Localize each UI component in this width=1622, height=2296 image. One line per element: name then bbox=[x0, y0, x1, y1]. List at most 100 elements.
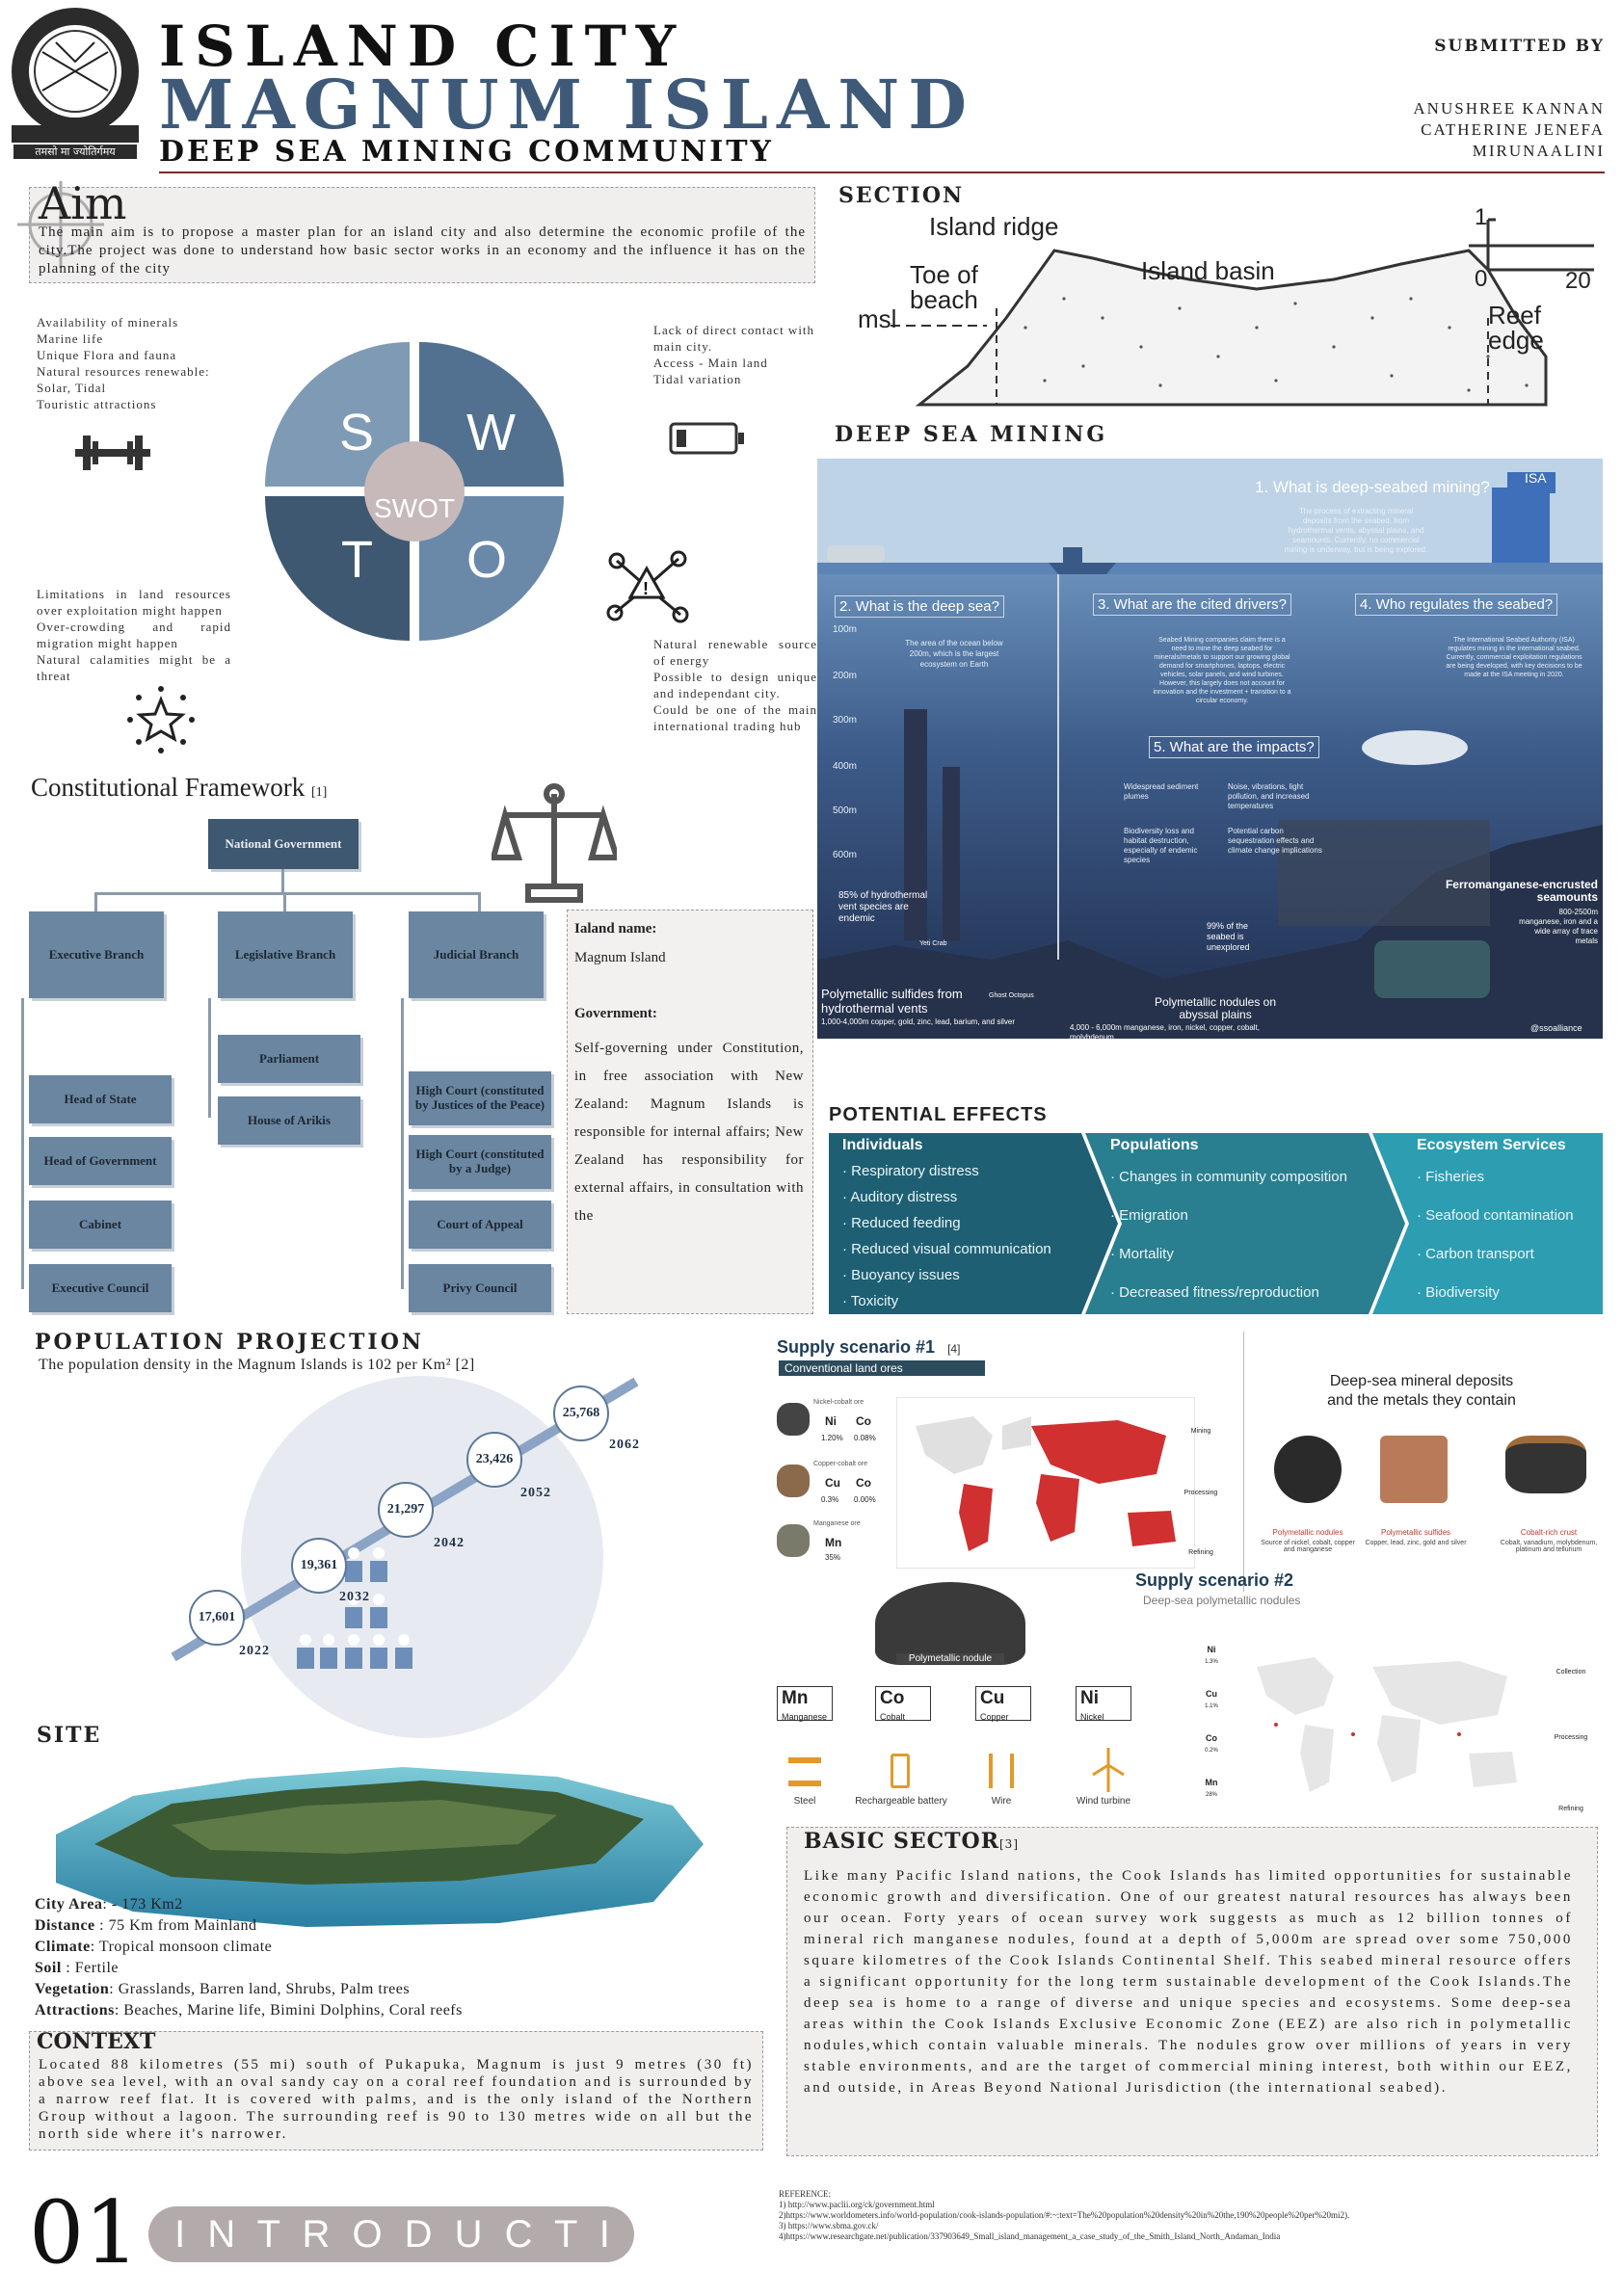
org-executive-council: Executive Council bbox=[29, 1264, 172, 1312]
site-fact: Soil : Fertile bbox=[35, 1960, 120, 1976]
ore-label: Copper-cobalt ore bbox=[813, 1461, 868, 1467]
pe-item: · Biodiversity bbox=[1417, 1284, 1500, 1301]
ore-pct: 0.00% bbox=[854, 1495, 876, 1504]
org-connector bbox=[478, 892, 481, 913]
yeti-label: Yeti Crab bbox=[919, 940, 947, 947]
swot-o: O bbox=[466, 531, 508, 589]
government-label: Government: bbox=[574, 1006, 657, 1021]
nodules-text: 4,000 - 6,000m manganese, iron, nickel, … bbox=[1070, 1023, 1261, 1042]
org-court-of-appeal: Court of Appeal bbox=[409, 1201, 551, 1249]
deposit-nodules-icon bbox=[1274, 1436, 1342, 1503]
title-line-2: MAGNUM ISLAND bbox=[159, 65, 975, 145]
pop-year: 2062 bbox=[609, 1438, 640, 1452]
ore-rock-3 bbox=[777, 1524, 810, 1557]
metal-use: Steel bbox=[793, 1796, 816, 1807]
ore-rock-1 bbox=[777, 1403, 810, 1436]
pe-item: · Auditory distress bbox=[842, 1189, 958, 1205]
reference-item: 4)https://www.researchgate.net/publicati… bbox=[779, 2231, 1281, 2241]
dsm-q4-text: The International Seabed Authority (ISA)… bbox=[1446, 637, 1582, 678]
pe-item: · Toxicity bbox=[842, 1293, 899, 1309]
org-head-of-state: Head of State bbox=[29, 1075, 172, 1123]
author: CATHERINE JENEFA bbox=[1421, 120, 1605, 139]
depth-400: 400m bbox=[833, 761, 858, 772]
supply-1-subtitle: Conventional land ores bbox=[779, 1360, 985, 1376]
svg-text:!: ! bbox=[643, 579, 649, 598]
org-executive-branch: Executive Branch bbox=[29, 911, 164, 998]
page-number: 01 bbox=[29, 2182, 140, 2283]
title-line-3: DEEP SEA MINING COMMUNITY bbox=[159, 135, 774, 169]
context-heading: CONTEXT bbox=[37, 2029, 156, 2054]
basic-sector-box bbox=[786, 1827, 1598, 2156]
chain1-mining: Mining bbox=[1190, 1428, 1211, 1435]
ore-metal: Cu bbox=[825, 1476, 840, 1490]
section-heading: SECTION bbox=[838, 183, 965, 208]
deposits-title: Deep-sea mineral deposits and the metals… bbox=[1327, 1373, 1516, 1409]
battery-icon bbox=[891, 1754, 910, 1788]
pe-item: · Reduced feeding bbox=[842, 1215, 961, 1231]
ore-metal: Co bbox=[856, 1414, 871, 1428]
pop-value: 23,426 bbox=[466, 1432, 522, 1488]
org-judicial-branch: Judicial Branch bbox=[409, 911, 544, 998]
depth-300: 300m bbox=[833, 715, 858, 726]
ferro-text: 800-2500m manganese, iron and a wide arr… bbox=[1519, 908, 1598, 945]
pe-col-title: Populations bbox=[1110, 1137, 1199, 1153]
site-heading: SITE bbox=[37, 1723, 102, 1748]
context-box bbox=[29, 2031, 763, 2151]
pe-col-title: Individuals bbox=[842, 1137, 923, 1153]
population-subtitle: The population density in the Magnum Isl… bbox=[39, 1357, 475, 1373]
deposit-crust-icon bbox=[1505, 1436, 1586, 1493]
dsm-q2: 2. What is the deep sea? bbox=[835, 595, 1004, 618]
battery-low-icon bbox=[669, 420, 748, 459]
pe-item: · Carbon transport bbox=[1417, 1246, 1534, 1262]
dsm-impact-3: Biodiversity loss and habitat destructio… bbox=[1124, 827, 1198, 864]
deposit-name: Polymetallic sulfides bbox=[1380, 1528, 1451, 1537]
pop-year: 2052 bbox=[520, 1486, 551, 1500]
deposit-text: Copper, lead, zinc, gold and silver bbox=[1365, 1540, 1467, 1546]
site-fact: Distance : 75 Km from Mainland bbox=[35, 1917, 257, 1934]
swot-threats-text: Limitations in land resources over explo… bbox=[37, 587, 231, 683]
nodule-label: Polymetallic nodule bbox=[896, 1653, 1004, 1664]
swot-diagram bbox=[241, 318, 588, 665]
swot-strengths-text: Availability of minerals Marine life Uni… bbox=[37, 315, 210, 411]
site-fact: Climate: Tropical monsoon climate bbox=[35, 1939, 273, 1955]
basic-sector-text: Like many Pacific Island nations, the Co… bbox=[804, 1868, 1573, 2096]
header-divider bbox=[159, 172, 1605, 173]
author: ANUSHREE KANNAN bbox=[1413, 99, 1605, 118]
aim-crosshair-icon bbox=[17, 181, 104, 268]
label-reef: Reef bbox=[1488, 301, 1541, 330]
pe-item: · Seafood contamination bbox=[1417, 1207, 1574, 1224]
authors: ANUSHREE KANNAN CATHERINE JENEFA MIRUNAA… bbox=[1413, 98, 1605, 162]
org-national-government: National Government bbox=[208, 819, 359, 869]
reference-item: 1) http://www.paclii.org/ck/government.h… bbox=[779, 2200, 935, 2209]
site-fact: Vegetation: Grasslands, Barren land, Shr… bbox=[35, 1981, 411, 1997]
supply-divider bbox=[1243, 1332, 1244, 1592]
swot-s: S bbox=[339, 404, 375, 462]
dsm-q4: 4. Who regulates the seabed? bbox=[1355, 594, 1558, 616]
world-map-seabed bbox=[1237, 1638, 1536, 1802]
org-connector bbox=[283, 892, 286, 913]
chain2-collection: Collection bbox=[1556, 1669, 1586, 1676]
swot-t: T bbox=[341, 531, 373, 589]
depth-200: 200m bbox=[833, 671, 858, 681]
island-section-diagram bbox=[852, 212, 1604, 414]
label-msl: msl bbox=[858, 304, 897, 333]
deposit-sulfides-icon bbox=[1380, 1436, 1448, 1503]
pe-item: · Respiratory distress bbox=[842, 1163, 979, 1179]
org-house-of-arikis: House of Arikis bbox=[218, 1096, 360, 1145]
constitution-heading: Constitutional Framework [1] bbox=[31, 773, 328, 802]
pe-item: · Fisheries bbox=[1417, 1169, 1485, 1185]
seabed-stat: 99% of the seabed is unexplored bbox=[1207, 921, 1250, 952]
basic-sector-heading: BASIC SECTOR[3] bbox=[804, 1829, 1019, 1854]
ore-label: Nickel-cobalt ore bbox=[813, 1399, 864, 1406]
label-island-basin: Island basin bbox=[1141, 256, 1275, 285]
swot-opportunities-text: Natural renewable source of energy Possi… bbox=[653, 637, 817, 733]
scale-0: 0 bbox=[1475, 266, 1488, 292]
poly-sulfide-title: Polymetallic sulfides from hydrothermal … bbox=[821, 987, 963, 1016]
scale-1: 1 bbox=[1475, 204, 1488, 230]
org-connector bbox=[401, 998, 404, 1289]
supply-1-title: Supply scenario #1 [4] bbox=[777, 1337, 961, 1357]
org-cabinet: Cabinet bbox=[29, 1201, 172, 1249]
